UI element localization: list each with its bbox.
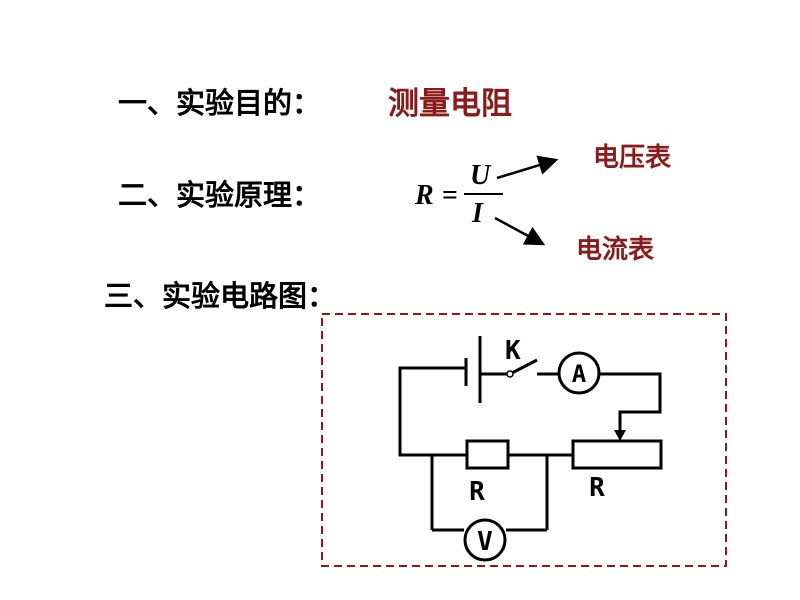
rheostat-slider-arrow <box>614 430 626 441</box>
formula-numerator: U <box>470 160 491 191</box>
ammeter <box>557 351 601 395</box>
formula-lhs: R <box>415 180 434 211</box>
arrow-to-voltmeter <box>496 155 559 180</box>
formula-equals: = <box>442 180 458 211</box>
purpose-value: 测量电阻 <box>388 86 512 122</box>
formula-denominator: I <box>472 198 483 229</box>
arrow-bottom-label: 电流表 <box>576 235 655 265</box>
rheostat-label: R <box>589 473 605 503</box>
switch-contact <box>506 370 514 378</box>
circuit-heading: 三、实验电路图： <box>104 279 337 313</box>
fixed-resistor <box>465 439 510 470</box>
rheostat <box>571 439 663 470</box>
arrow-top-label: 电压表 <box>593 143 672 173</box>
switch-label: K <box>505 336 521 366</box>
ammeter-label: A <box>572 360 587 388</box>
circuit-frame <box>321 313 727 567</box>
resistor-label: R <box>469 477 485 507</box>
purpose-heading: 一、实验目的： <box>118 86 322 120</box>
voltmeter-label: V <box>477 527 493 557</box>
circuit-wires <box>398 358 662 532</box>
arrow-to-ammeter <box>494 216 546 246</box>
voltmeter <box>463 518 507 562</box>
principle-heading: 二、实验原理： <box>118 178 322 212</box>
